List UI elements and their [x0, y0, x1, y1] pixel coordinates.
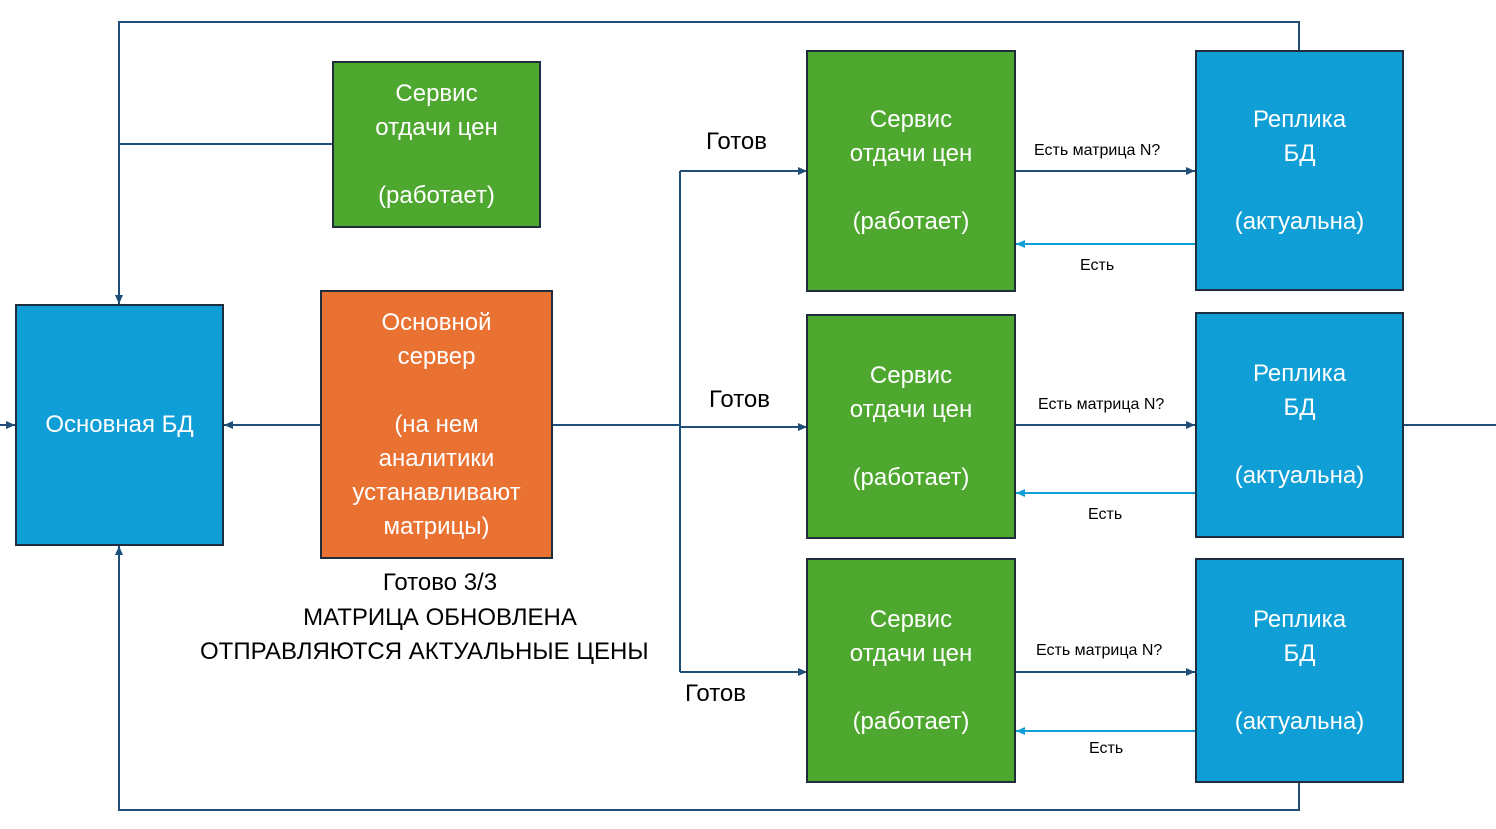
service-node-3: Сервис отдачи цен (работает) — [806, 558, 1016, 783]
service-node-2: Сервис отдачи цен (работает) — [806, 314, 1016, 539]
service-label-1: Сервис отдачи цен (работает) — [849, 106, 973, 235]
main-server-label: Основной сервер (на нем аналитики устана… — [352, 308, 521, 540]
replica-node-1: Реплика БД (актуальна) — [1195, 50, 1404, 291]
top-service-label: Сервис отдачи цен (работает) — [375, 79, 498, 209]
ready-label-1: Готов — [706, 128, 768, 155]
ready-label-3: Готов — [685, 680, 747, 707]
main-server-node: Основной сервер (на нем аналитики устана… — [320, 290, 553, 559]
top-service-node: Сервис отдачи цен (работает) — [332, 61, 541, 228]
query-label-2: Есть матрица N? — [1038, 396, 1165, 413]
status-matrix-updated: МАТРИЦА ОБНОВЛЕНА — [303, 604, 577, 631]
main-db-node: Основная БД — [15, 304, 224, 546]
status-progress: Готово 3/3 — [382, 569, 498, 596]
query-label-1: Есть матрица N? — [1034, 142, 1161, 159]
answer-label-1: Есть — [1080, 257, 1115, 274]
replica-label-3: Реплика БД (актуальна) — [1234, 605, 1365, 735]
top-loop-connector — [115, 21, 1300, 304]
replica-node-2: Реплика БД (актуальна) — [1195, 312, 1404, 538]
answer-label-3: Есть — [1089, 740, 1124, 757]
bottom-loop-connector — [115, 546, 1300, 811]
service-node-1: Сервис отдачи цен (работает) — [806, 50, 1016, 292]
answer-label-2: Есть — [1088, 506, 1123, 523]
replica-label-2: Реплика БД (актуальна) — [1234, 360, 1365, 489]
ready-label-2: Готов — [709, 386, 771, 413]
replica-label-1: Реплика БД (актуальна) — [1234, 105, 1365, 235]
service-label-2: Сервис отдачи цен (работает) — [849, 361, 973, 491]
main-db-label: Основная БД — [45, 411, 194, 438]
replica-node-3: Реплика БД (актуальна) — [1195, 558, 1404, 783]
query-label-3: Есть матрица N? — [1036, 642, 1163, 659]
service-label-3: Сервис отдачи цен (работает) — [849, 605, 973, 735]
status-sending-prices: ОТПРАВЛЯЮТСЯ АКТУАЛЬНЫЕ ЦЕНЫ — [200, 638, 649, 665]
